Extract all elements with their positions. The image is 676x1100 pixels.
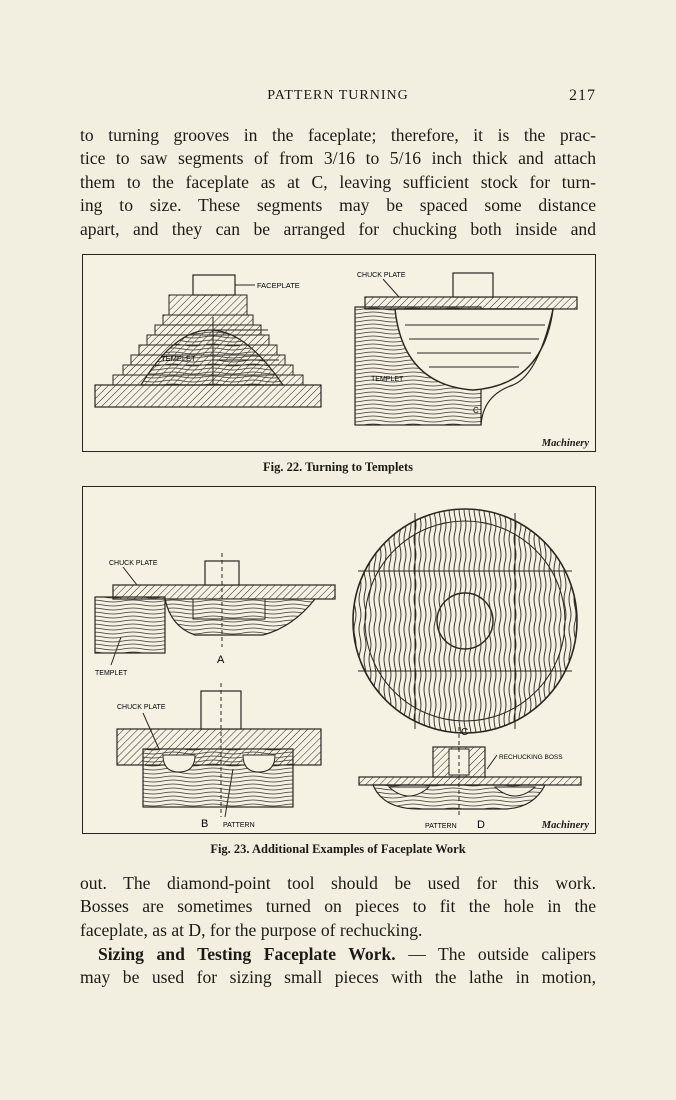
running-title: PATTERN TURNING [267, 88, 409, 103]
drawing-d: C RECHUCKING BOSS PATTERN D [358, 727, 582, 831]
figure-22-drawing: FACEPLATE TEMPLET CHUCK PLATE TEMPLET C [94, 272, 578, 426]
running-head: PATTERN TURNING 217 [80, 87, 596, 110]
chuck-plate-label: CHUCK PLATE [117, 704, 166, 711]
drawing-a: CHUCK PLATE TEMPLET A [94, 553, 336, 677]
text-line: Bosses are sometimes turned on pieces to… [80, 896, 596, 917]
text-line: faceplate, as at D, for the purpose of r… [80, 919, 423, 940]
templet-label: TEMPLET [371, 376, 404, 383]
c-label: C [461, 727, 468, 738]
text-line: out. The diamond-point tool should be us… [80, 873, 596, 893]
section-heading: Sizing and Testing Faceplate Work. [98, 944, 396, 964]
pattern-label: PATTERN [425, 823, 457, 830]
text-line: The outside calipers [438, 944, 596, 964]
a-label: A [217, 654, 225, 666]
templet-label: TEMPLET [161, 354, 196, 363]
b-label: B [201, 818, 208, 830]
text-line: tice to saw segments of from 3/16 to 5/1… [80, 148, 596, 169]
rechucking-boss-label: RECHUCKING BOSS [499, 754, 563, 761]
figure-23-caption: Fig. 23. Additional Examples of Faceplat… [210, 842, 466, 856]
section-paragraph: Sizing and Testing Faceplate Work. — The… [80, 943, 596, 990]
c-label: C [473, 406, 479, 415]
em-dash: — [395, 944, 439, 964]
chuck-plate-label: CHUCK PLATE [109, 560, 158, 567]
figure-23: CHUCK PLATE TEMPLET A CHUCK PLATE B PATT… [82, 486, 596, 834]
bottom-paragraph: out. The diamond-point tool should be us… [80, 872, 596, 942]
text-line: may be used for sizing small pieces with… [80, 967, 596, 988]
figure-22: FACEPLATE TEMPLET CHUCK PLATE TEMPLET C [82, 254, 596, 452]
text-line: ing to size. These segments may be space… [80, 195, 596, 216]
text-line: to turning grooves in the faceplate; the… [80, 125, 596, 145]
pattern-label: PATTERN [223, 822, 255, 829]
faceplate-label: FACEPLATE [257, 281, 300, 290]
faceplate-disc-drawing [352, 508, 578, 734]
text-line: them to the faceplate as at C, leaving s… [80, 171, 596, 192]
machinery-credit: Machinery [541, 820, 589, 831]
segment-stack-drawing: FACEPLATE TEMPLET [94, 274, 322, 408]
text-line: apart, and they can be arranged for chuc… [80, 218, 596, 239]
figure-23-drawing: CHUCK PLATE TEMPLET A CHUCK PLATE B PATT… [94, 508, 582, 831]
chuck-plate-label: CHUCK PLATE [357, 272, 406, 279]
figure-22-caption: Fig. 22. Turning to Templets [262, 460, 414, 474]
machinery-credit: Machinery [541, 438, 589, 449]
d-label: D [477, 819, 485, 831]
page-number: 217 [569, 87, 596, 104]
top-paragraph: to turning grooves in the faceplate; the… [80, 124, 596, 241]
templet-label: TEMPLET [95, 670, 128, 677]
drawing-b: CHUCK PLATE B PATTERN [116, 683, 322, 830]
section-first-line: Sizing and Testing Faceplate Work. — The… [80, 943, 596, 966]
chuck-plate-drawing: CHUCK PLATE TEMPLET C [354, 272, 578, 426]
